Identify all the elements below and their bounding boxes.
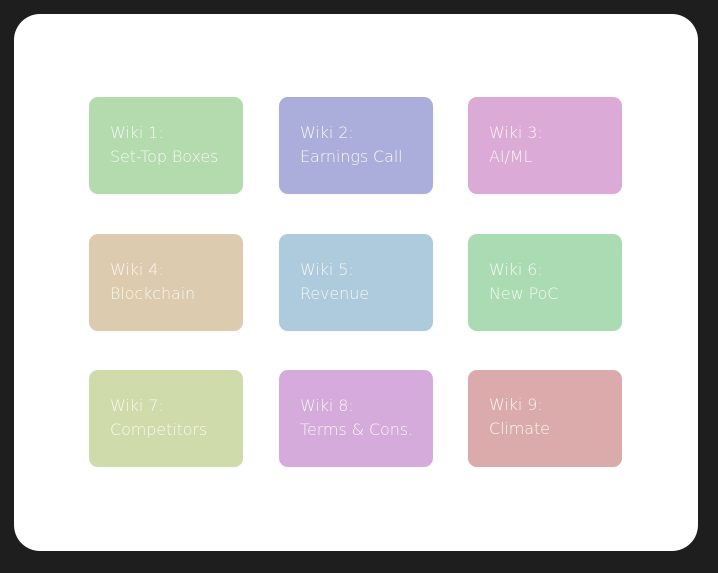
wiki-card-5[interactable]: Wiki 5: Revenue bbox=[279, 234, 433, 331]
wiki-card-title: Wiki 9: bbox=[489, 395, 543, 414]
wiki-card-4[interactable]: Wiki 4: Blockchain bbox=[89, 234, 243, 331]
wiki-card-subtitle: Competitors bbox=[110, 420, 208, 439]
wiki-panel: Wiki 1: Set-Top Boxes Wiki 2: Earnings C… bbox=[14, 14, 698, 551]
wiki-card-title: Wiki 4: bbox=[110, 260, 164, 279]
wiki-card-subtitle: Revenue bbox=[300, 284, 369, 303]
wiki-card-title: Wiki 5: bbox=[300, 260, 354, 279]
wiki-card-1[interactable]: Wiki 1: Set-Top Boxes bbox=[89, 97, 243, 194]
wiki-card-subtitle: Earnings Call bbox=[300, 147, 403, 166]
wiki-card-8[interactable]: Wiki 8: Terms & Cons. bbox=[279, 370, 433, 467]
wiki-card-2[interactable]: Wiki 2: Earnings Call bbox=[279, 97, 433, 194]
wiki-card-subtitle: Climate bbox=[489, 419, 550, 438]
wiki-card-title: Wiki 3: bbox=[489, 123, 543, 142]
wiki-card-9[interactable]: Wiki 9: Climate bbox=[468, 370, 622, 467]
wiki-card-title: Wiki 2: bbox=[300, 123, 354, 142]
wiki-card-subtitle: Set-Top Boxes bbox=[110, 147, 219, 166]
wiki-card-title: Wiki 1: bbox=[110, 123, 164, 142]
wiki-card-6[interactable]: Wiki 6: New PoC bbox=[468, 234, 622, 331]
wiki-card-subtitle: Terms & Cons. bbox=[300, 420, 413, 439]
wiki-card-title: Wiki 7: bbox=[110, 396, 164, 415]
wiki-card-subtitle: New PoC bbox=[489, 284, 559, 303]
wiki-card-title: Wiki 8: bbox=[300, 396, 354, 415]
wiki-card-7[interactable]: Wiki 7: Competitors bbox=[89, 370, 243, 467]
wiki-card-3[interactable]: Wiki 3: AI/ML bbox=[468, 97, 622, 194]
wiki-card-subtitle: AI/ML bbox=[489, 147, 533, 166]
wiki-card-subtitle: Blockchain bbox=[110, 284, 196, 303]
wiki-card-title: Wiki 6: bbox=[489, 260, 543, 279]
